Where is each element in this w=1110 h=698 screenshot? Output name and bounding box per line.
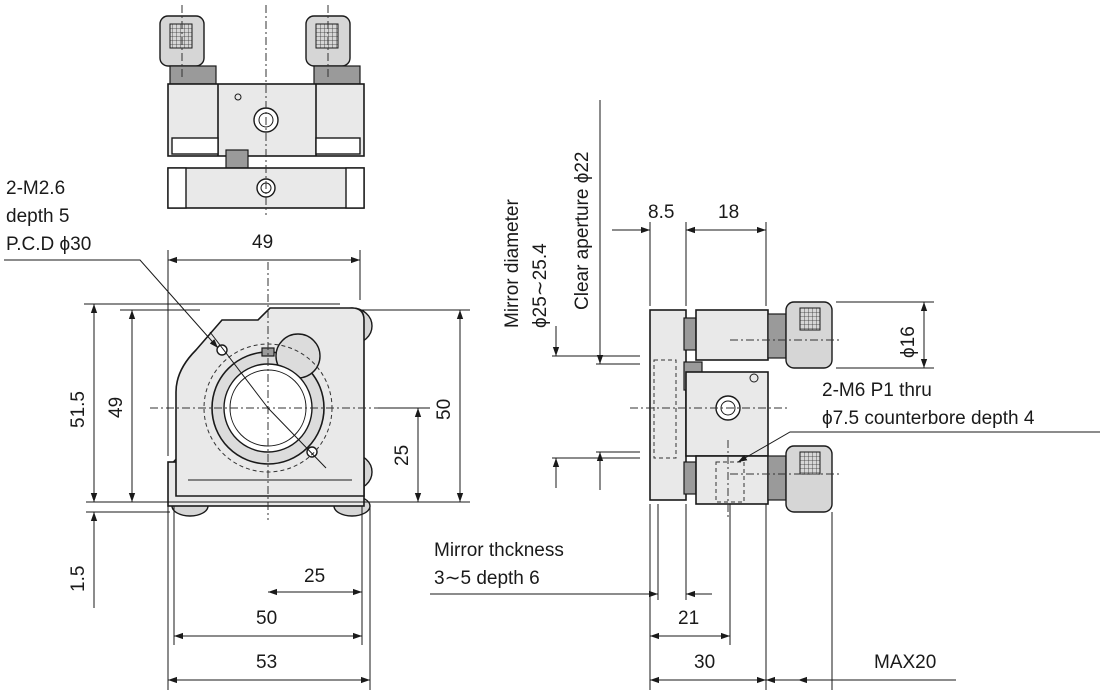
m2-6-hole-1 — [216, 344, 228, 356]
dim-18: 18 — [718, 202, 739, 223]
dim-width-53: 53 — [256, 652, 277, 673]
mirror-diameter-line1: Mirror diameter — [502, 199, 523, 328]
dim-height-inner: 49 — [106, 397, 127, 418]
dim-30: 30 — [694, 652, 715, 673]
mount-label-line2: ϕ7.5 counterbore depth 4 — [822, 408, 1035, 429]
front-view — [150, 262, 395, 520]
dim-height-right: 50 — [434, 399, 455, 420]
dim-width-50: 50 — [256, 608, 277, 629]
dim-max: MAX20 — [874, 652, 936, 673]
dim-bottom-offset: 1.5 — [68, 566, 89, 592]
dim-center-width: 25 — [304, 566, 325, 587]
side-view — [630, 301, 840, 520]
thickness-label-line1: Mirror thckness — [434, 540, 564, 561]
mirror-diameter-line2: ϕ25∼25.4 — [530, 243, 551, 328]
dim-center-height: 25 — [392, 445, 413, 466]
dim-21: 21 — [678, 608, 699, 629]
holes-label-line2: depth 5 — [6, 206, 69, 227]
side-front-plate — [649, 309, 687, 501]
clear-aperture-label: Clear aperture ϕ22 — [572, 151, 593, 310]
dim-knob-dia: ϕ16 — [898, 326, 919, 358]
m2-6-hole-2 — [306, 446, 318, 458]
dim-top-width: 49 — [252, 232, 273, 253]
side-dimensions — [430, 100, 1100, 690]
holes-label-line1: 2-M2.6 — [6, 178, 65, 199]
dim-8-5: 8.5 — [648, 202, 674, 223]
dim-height-outer: 51.5 — [68, 391, 89, 428]
mount-label-line1: 2-M6 P1 thru — [822, 380, 932, 401]
thickness-label-line2: 3∼5 depth 6 — [434, 568, 540, 589]
top-view — [159, 5, 365, 215]
front-dimensions — [4, 250, 470, 690]
holes-label-line3: P.C.D ϕ30 — [6, 234, 91, 255]
